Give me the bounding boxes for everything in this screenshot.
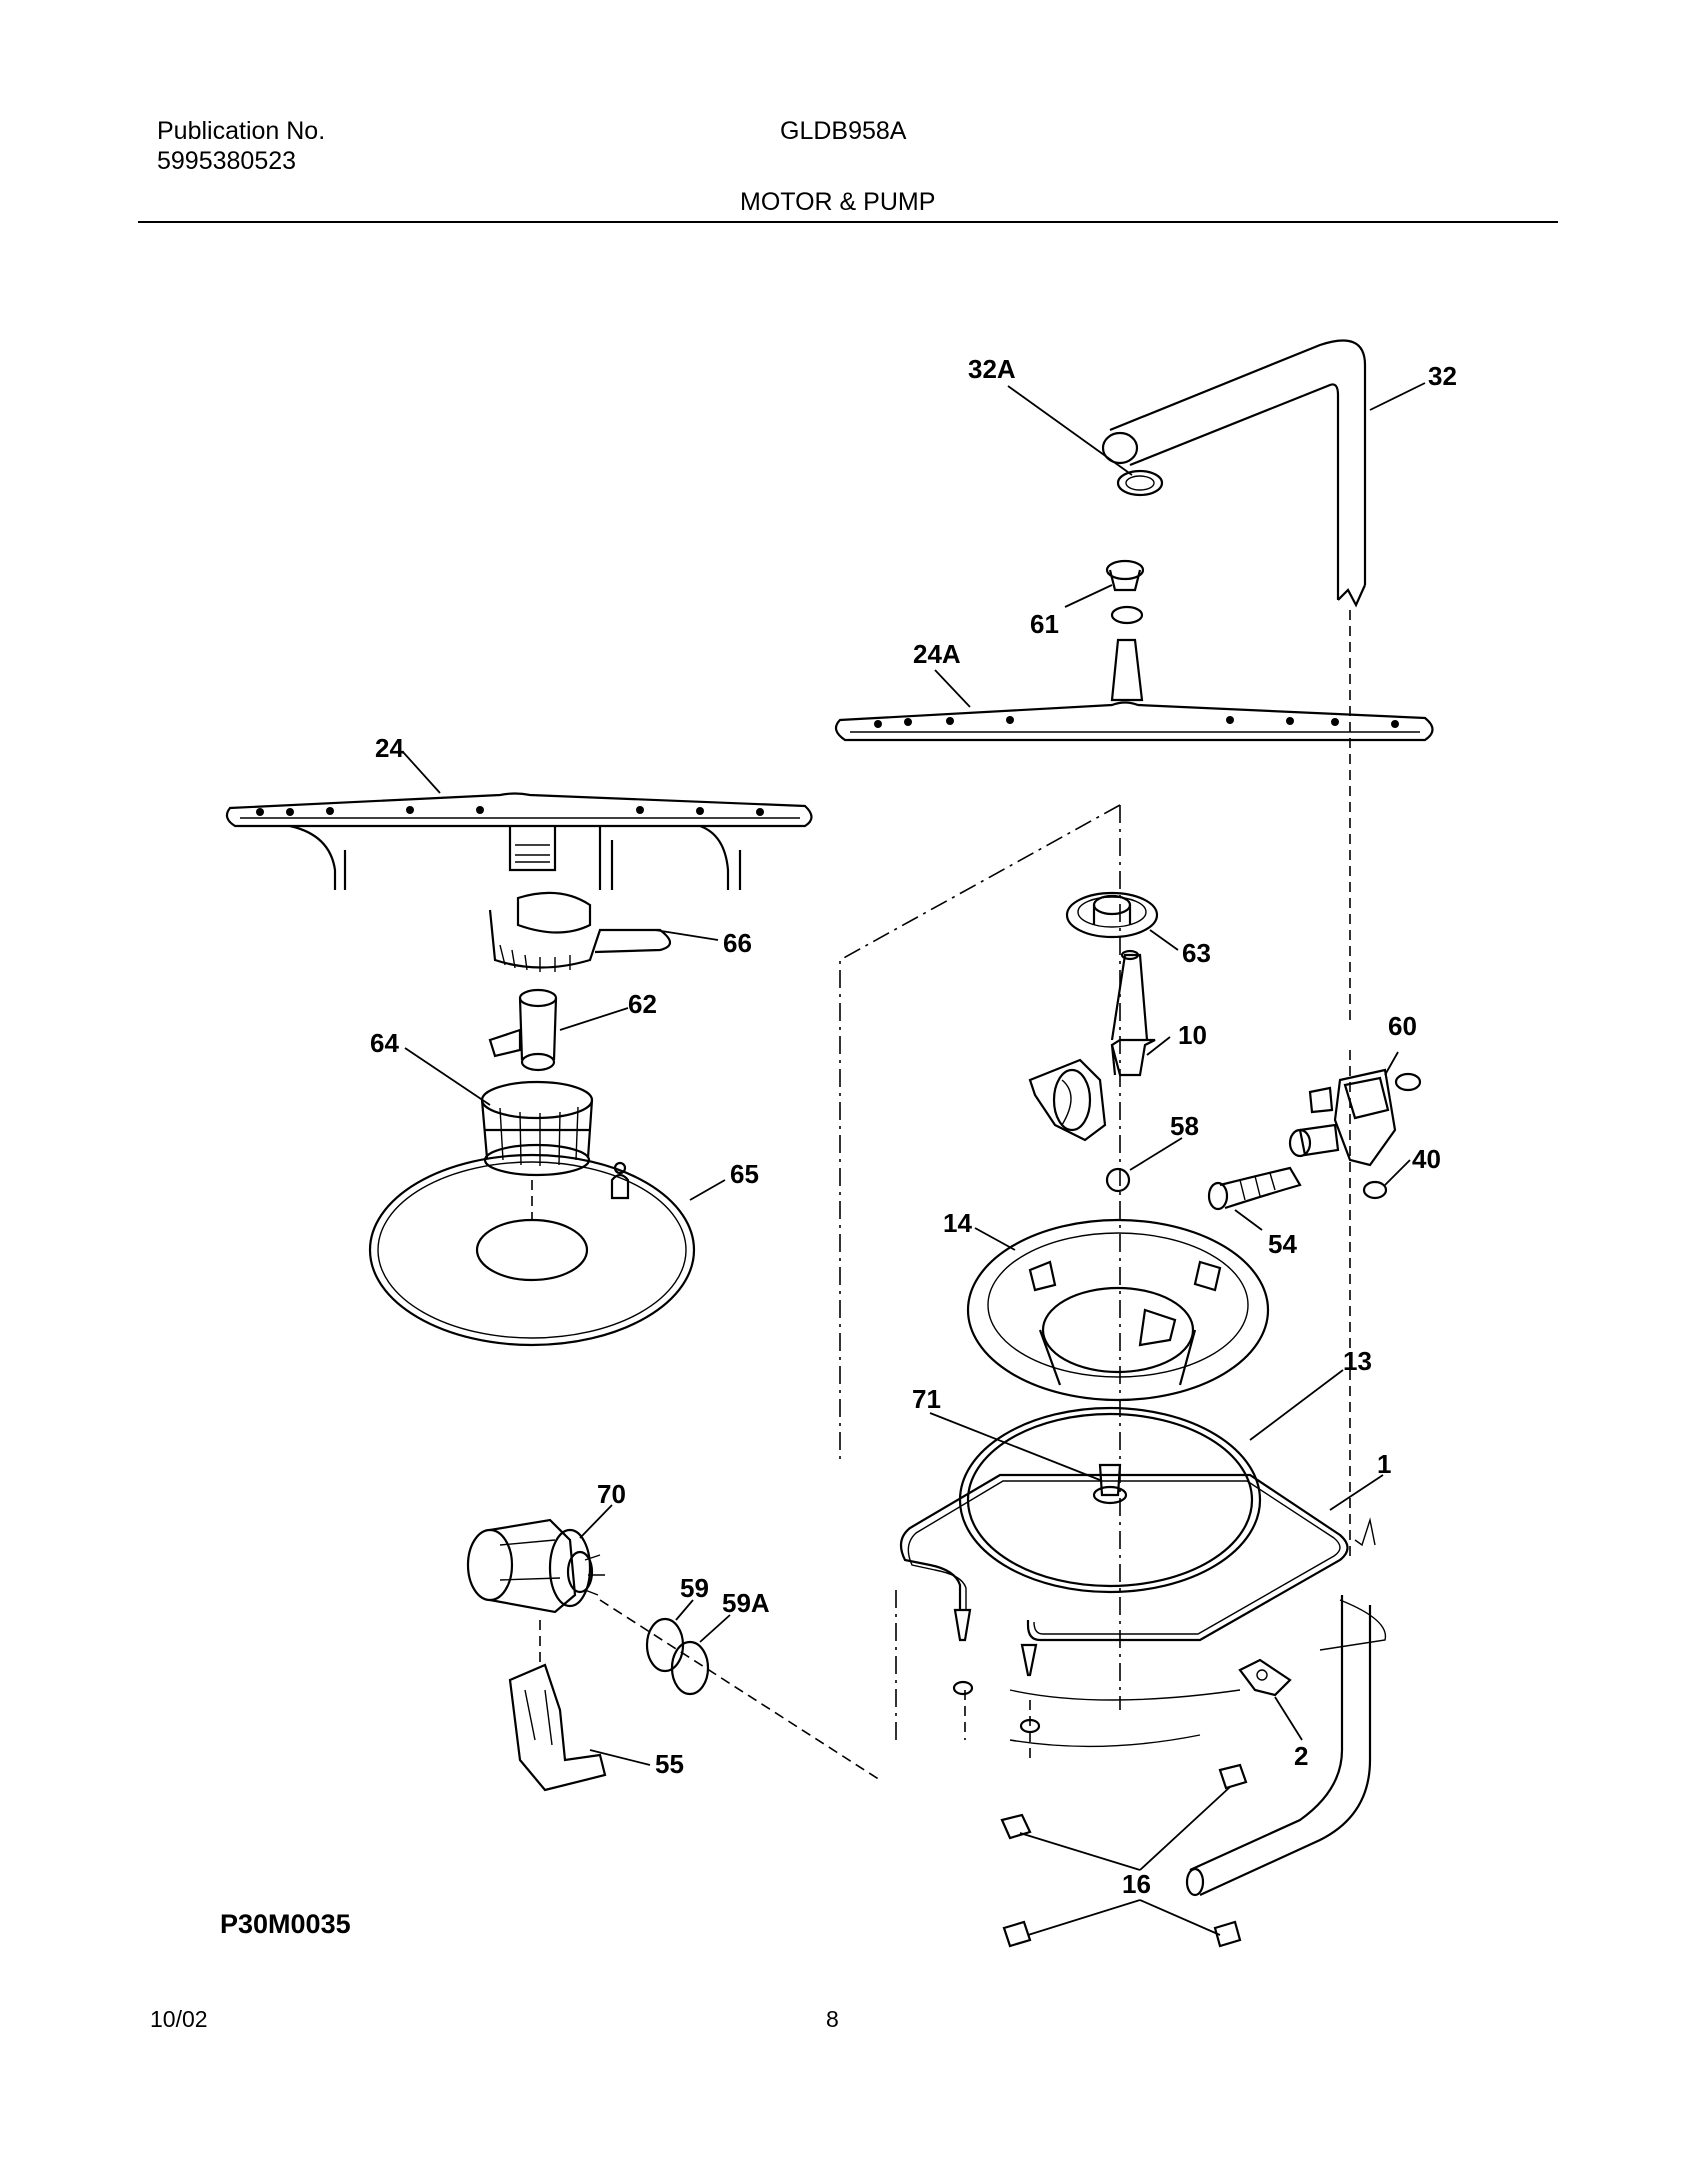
spray-arm-nozzle-part: [1105, 559, 1145, 702]
impeller-part: [1092, 1463, 1128, 1505]
sump-part: [966, 1218, 1270, 1402]
check-ball-part: [1105, 1167, 1131, 1193]
sump-gasket-part: [958, 1406, 1262, 1594]
callout-label: 61: [1030, 609, 1059, 639]
callout-label: 55: [655, 1749, 684, 1779]
heating-element-part: [899, 1473, 1349, 1734]
callout-label: 2: [1294, 1741, 1308, 1771]
motor-part: [466, 1518, 605, 1614]
callout-label: 63: [1182, 938, 1211, 968]
upper-spray-arm-part: [834, 701, 1434, 742]
callout-label: 71: [912, 1384, 941, 1414]
heater-bracket-part: [1238, 1658, 1292, 1697]
drain-hose-part: [1207, 1166, 1302, 1211]
callout-label: 32A: [968, 354, 1016, 384]
callout-label: 70: [597, 1479, 626, 1509]
hose-clamp-part: [1362, 1180, 1388, 1200]
filter-screen-part: [368, 1153, 696, 1347]
pump-housing-part: [1028, 949, 1156, 1142]
callout-label: 62: [628, 989, 657, 1019]
motor-seal-ring-part: [670, 1640, 710, 1696]
publication-label: Publication No.: [157, 117, 326, 145]
callout-label: 65: [730, 1159, 759, 1189]
tube-seal-ring-part: [1116, 469, 1164, 497]
callout-label: 59A: [722, 1588, 770, 1618]
fill-hose-part: [1185, 1595, 1372, 1897]
callout-label: 32: [1428, 361, 1457, 391]
diagram-code: P30M0035: [220, 1909, 351, 1939]
callout-label: 60: [1388, 1011, 1417, 1041]
callout-label: 10: [1178, 1020, 1207, 1050]
publication-number: 5995380523: [157, 147, 297, 175]
callout-label: 24: [375, 733, 404, 763]
lower-spray-arm-part: [225, 792, 813, 890]
callout-label: 64: [370, 1028, 399, 1058]
callout-label: 54: [1268, 1229, 1297, 1259]
model-number: GLDB958A: [780, 117, 907, 145]
callout-label: 58: [1170, 1111, 1199, 1141]
header-rule: [138, 221, 1558, 223]
callout-label: 40: [1412, 1144, 1441, 1174]
diverter-disc-part: [1065, 891, 1159, 939]
page-number: 8: [826, 2006, 839, 2032]
callout-label: 14: [943, 1208, 972, 1238]
hose-clamp-part: [1394, 1072, 1422, 1092]
callout-label: 16: [1122, 1869, 1151, 1899]
mount-grommet-part: [1000, 1763, 1248, 1948]
filter-basket-part: [480, 1080, 594, 1177]
drain-solenoid-part: [1288, 1068, 1397, 1167]
motor-seal-ring-part: [645, 1617, 685, 1673]
motor-mount-bracket-part: [508, 1620, 607, 1792]
section-title: MOTOR & PUMP: [740, 188, 936, 216]
spray-arm-cap-part: [488, 891, 672, 972]
upper-feed-tube-part: [1101, 339, 1367, 608]
footer-date: 10/02: [150, 2006, 208, 2032]
callout-label: 24A: [913, 639, 961, 669]
coupling-tube-part: [488, 988, 558, 1072]
callout-label: 66: [723, 928, 752, 958]
callout-label: 59: [680, 1573, 709, 1603]
callout-label: 1: [1377, 1449, 1391, 1479]
callout-label: 13: [1343, 1346, 1372, 1376]
